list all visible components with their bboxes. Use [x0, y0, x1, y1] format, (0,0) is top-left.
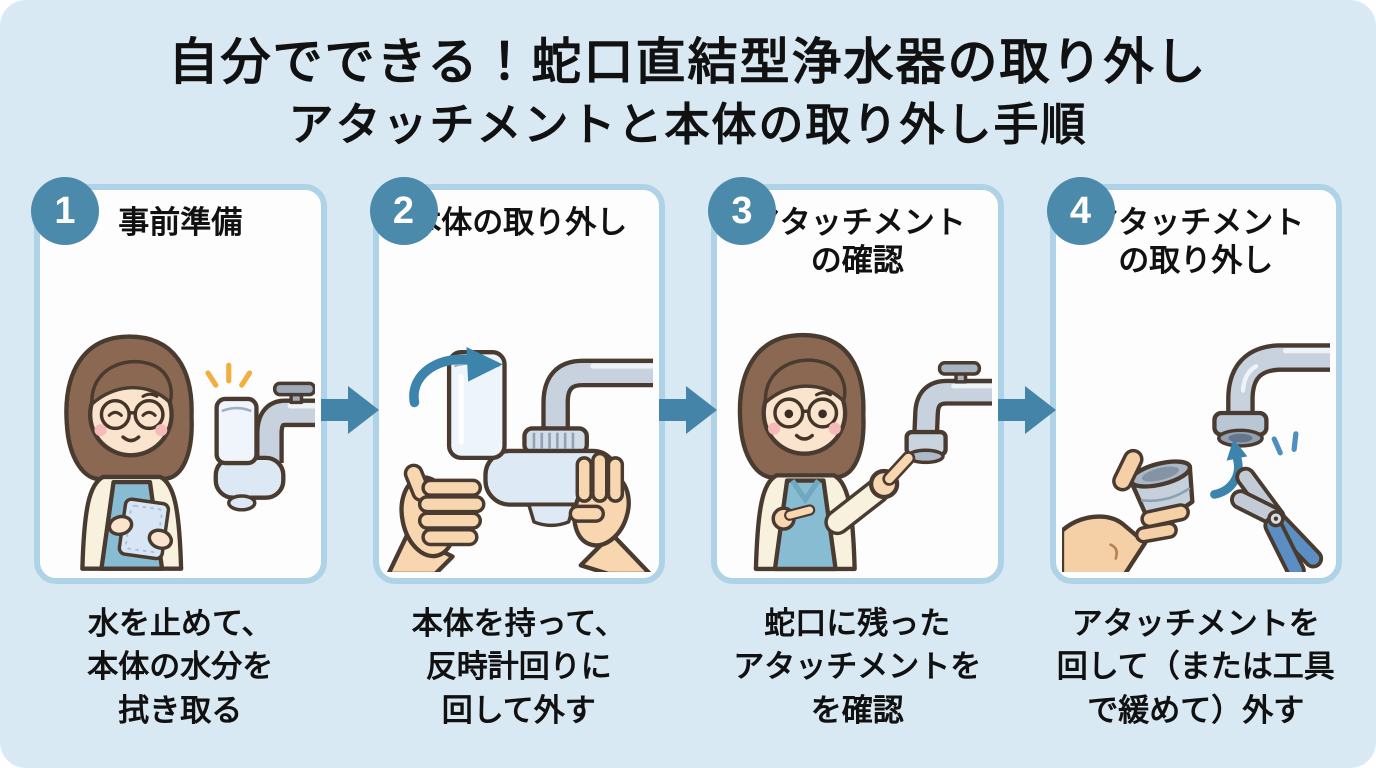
pointing-hand-right: [824, 450, 916, 535]
attachment-icon: [1128, 458, 1195, 517]
panel-header-line: アタッチメント: [1087, 205, 1305, 240]
purifier-icon: [213, 396, 286, 512]
step-panel-2: 2 本体の取り外し: [369, 177, 665, 584]
caption-line: 拭き取る: [118, 692, 243, 728]
caption-line: で緩めて）外す: [1087, 692, 1305, 728]
counterclockwise-arrow-icon: [1209, 438, 1247, 499]
illustration-hands-turning-unit: [379, 244, 660, 578]
step-panel-3: 3 アタッチメント の確認: [708, 177, 1004, 584]
captions-row: 水を止めて、 本体の水分を 拭き取る 本体を持って、 反時計回りに 回して外す …: [0, 602, 1376, 732]
step-number: 2: [392, 189, 415, 232]
pointing-hand-left: [771, 504, 816, 531]
caption-line: を確認: [810, 692, 904, 728]
step-arrow-icon: [659, 184, 717, 584]
caption-line: 水を止めて、: [88, 606, 273, 641]
illustration-woman-pointing: [717, 282, 998, 578]
right-hand: [568, 451, 651, 572]
panel-header-line: アタッチメント: [748, 205, 966, 240]
step-number: 1: [54, 189, 76, 232]
step-number-badge: 4: [1046, 177, 1115, 245]
hand: [1061, 448, 1190, 572]
caption-line: 反時計回りに: [425, 649, 612, 685]
step-caption-2: 本体を持って、 反時計回りに 回して外す: [373, 602, 666, 732]
step-number: 3: [731, 189, 753, 232]
caption-line: 本体を持って、: [411, 606, 626, 641]
page-title: 自分でできる！蛇口直結型浄水器の取り外し: [168, 34, 1208, 90]
woman-figure: [737, 332, 916, 571]
caption-line: 蛇口に残った: [764, 606, 951, 641]
panel-header-line: の確認: [810, 242, 904, 278]
illustration-hand-removing-attachment: [1056, 282, 1337, 578]
purifier-icon: [446, 349, 619, 527]
panel-header-line: 本体の取り外し: [410, 205, 628, 240]
caption-line: 本体の水分を: [87, 649, 274, 685]
step-panel-4: 4 アタッチメント の取り外し: [1046, 177, 1342, 584]
faucet-icon: [540, 358, 653, 430]
illustration-woman-wiping-purifier: [40, 244, 321, 578]
page-subtitle: アタッチメントと本体の取り外し手順: [288, 99, 1088, 150]
step-number-badge: 3: [708, 177, 776, 245]
caption-line: アタッチメントを: [1071, 606, 1320, 641]
panel-header-line: 事前準備: [118, 205, 243, 240]
panel-header: アタッチメント の確認: [723, 204, 992, 280]
step-number-badge: 1: [31, 177, 99, 245]
caption-line: 回して外す: [441, 692, 596, 728]
step-arrow-icon: [997, 184, 1056, 584]
step-caption-3: 蛇口に残った アタッチメントを を確認: [711, 602, 1004, 732]
faucet-icon: [255, 381, 315, 463]
faucet-icon: [912, 360, 992, 434]
step-panel-1: 1 事前準備: [31, 177, 327, 584]
step-number: 4: [1069, 189, 1092, 232]
steps-row: 1 事前準備: [0, 177, 1376, 584]
sparkle-icon: [1271, 430, 1298, 456]
caption-line: 回して（または工具: [1056, 649, 1335, 685]
pliers-icon: [1229, 466, 1323, 572]
woman-figure: [64, 334, 194, 571]
step-arrow-icon: [320, 184, 379, 584]
panel-header-line: の取り外し: [1118, 242, 1274, 278]
sparkle-icon: [205, 362, 253, 388]
panel-header: 事前準備: [46, 204, 315, 242]
panel-header: アタッチメント の取り外し: [1062, 204, 1331, 280]
left-hand: [386, 463, 485, 572]
faucet-icon: [1211, 342, 1330, 448]
step-caption-4: アタッチメントを 回して（または工具 で緩めて）外す: [1050, 602, 1343, 732]
counterclockwise-arrow-icon: [408, 346, 503, 408]
panel-header: 本体の取り外し: [385, 204, 654, 242]
glasses-icon: [773, 397, 839, 429]
step-caption-1: 水を止めて、 本体の水分を 拭き取る: [34, 602, 327, 732]
caption-line: アタッチメントを: [733, 649, 982, 685]
glasses-icon: [99, 398, 165, 430]
step-number-badge: 2: [369, 177, 438, 245]
